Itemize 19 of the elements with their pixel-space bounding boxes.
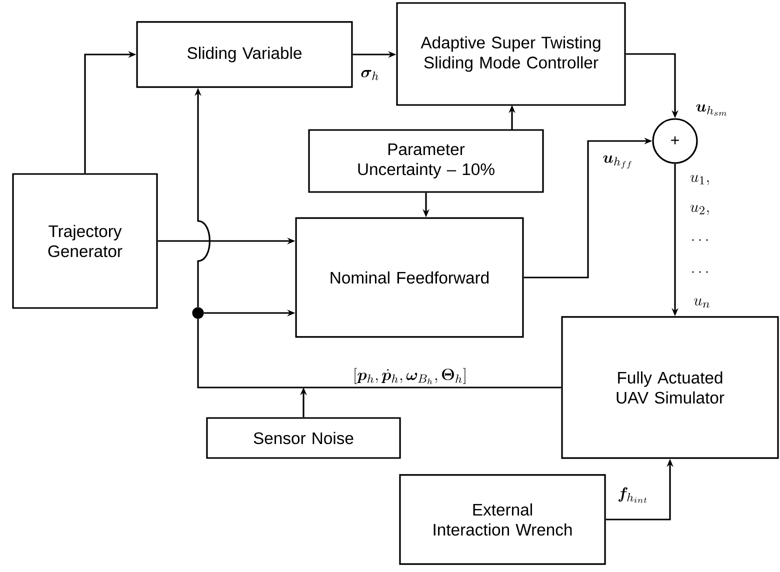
signal-label: $\bm{u}_{h_{ff}}$ [603, 155, 632, 169]
signal-label: $u_1,$ [690, 174, 709, 185]
disturbance-box: Sensor Noise [206, 417, 401, 459]
signal-label: $\bm{u}_{h_{sm}}$ [696, 104, 727, 116]
signal-label: $\bm{\sigma}_h$ [361, 70, 378, 80]
process-box: Nominal Feedforward [295, 217, 524, 338]
disturbance-box: External Interaction Wrench [399, 474, 606, 565]
junction-dot [192, 307, 204, 319]
signal-label: $[\bm{p}_h, \dot{\bm{p}}_h, \bm{\omega}_{B_h}, \bm{\Theta}_h]$ [354, 368, 466, 384]
signal-label: $\bm{f}_{h_{int}}$ [618, 487, 647, 503]
controller-box: Adaptive Super Twisting Sliding Mode Controller [396, 2, 626, 106]
summing-junction: + [652, 118, 698, 164]
process-box: Sliding Variable [136, 21, 353, 88]
signal-label: $\ldots$ [692, 271, 708, 273]
simulator-box: Fully Actuated UAV Simulator [561, 316, 779, 459]
signal-label: $\ldots$ [692, 239, 708, 241]
process-box: Trajectory Generator [12, 173, 158, 309]
signal-label: $u_2,$ [690, 204, 709, 215]
process-box: Parameter Uncertainty – 10% [308, 129, 544, 193]
